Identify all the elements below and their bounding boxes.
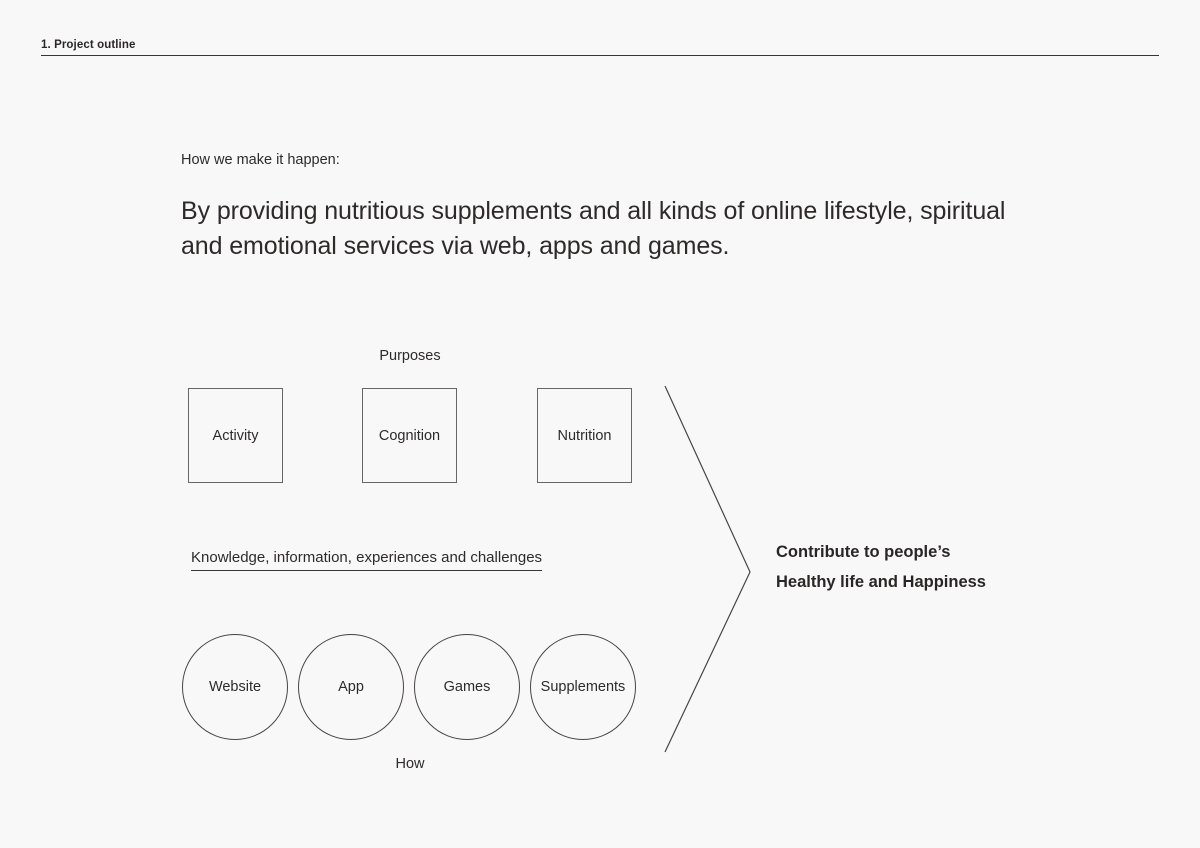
chevron-right-icon	[664, 385, 751, 753]
how-group-label: How	[395, 756, 425, 772]
outcome-line-1: Contribute to people’s	[776, 543, 951, 561]
channel-circle-website[interactable]: Website	[182, 634, 288, 740]
channel-circle-label: Website	[208, 679, 262, 695]
slide-header: 1. Project outline	[41, 38, 1159, 56]
channel-circle-app[interactable]: App	[298, 634, 404, 740]
connector-note: Knowledge, information, experiences and …	[191, 548, 543, 571]
purpose-box-nutrition[interactable]: Nutrition	[537, 388, 632, 483]
channel-circle-label: Games	[443, 679, 491, 695]
intro-block: How we make it happen: By providing nutr…	[181, 150, 1081, 264]
intro-kicker: How we make it happen:	[181, 152, 340, 168]
channel-circle-label: App	[338, 679, 364, 695]
purpose-box-cognition[interactable]: Cognition	[362, 388, 457, 483]
outcome-line-2: Healthy life and Happiness	[776, 573, 986, 591]
purpose-box-activity[interactable]: Activity	[188, 388, 283, 483]
channel-circle-label: Supplements	[540, 679, 626, 695]
channel-circle-games[interactable]: Games	[414, 634, 520, 740]
purposes-group-label: Purposes	[379, 348, 441, 364]
purpose-box-label: Nutrition	[557, 427, 612, 444]
purpose-box-label: Activity	[212, 427, 259, 444]
channel-circle-supplements[interactable]: Supplements	[530, 634, 636, 740]
intro-statement: By providing nutritious supplements and …	[181, 197, 1006, 260]
page-title: 1. Project outline	[41, 39, 136, 51]
outcome-statement: Contribute to people’s Healthy life and …	[776, 537, 1116, 597]
purpose-box-label: Cognition	[378, 427, 441, 444]
